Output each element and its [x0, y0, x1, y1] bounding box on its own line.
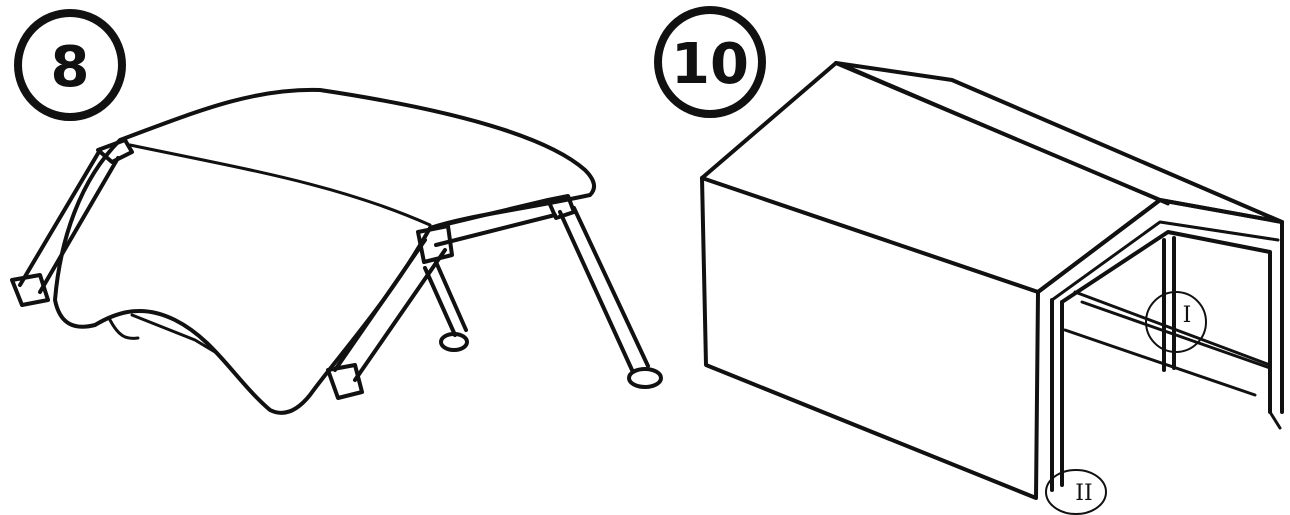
- canopy-partial-assembly: [10, 87, 663, 415]
- step-10-badge: 10: [654, 6, 766, 118]
- callout-ii-label: II: [1075, 481, 1092, 506]
- step-8-number: 8: [51, 35, 90, 100]
- shelter-gable-end: [1036, 198, 1284, 414]
- shelter-door-frame: [1050, 220, 1282, 492]
- callout-i: I: [1145, 291, 1207, 353]
- callout-ii: II: [1045, 469, 1107, 515]
- canopy-front-frame: [326, 194, 663, 400]
- callout-i-label: I: [1183, 303, 1192, 328]
- step-10-number: 10: [671, 32, 749, 97]
- shelter-side-wall: [700, 176, 1040, 500]
- shelter-assembled: I II: [700, 61, 1284, 515]
- step-8-badge: 8: [14, 9, 126, 121]
- canopy-cover: [53, 87, 596, 415]
